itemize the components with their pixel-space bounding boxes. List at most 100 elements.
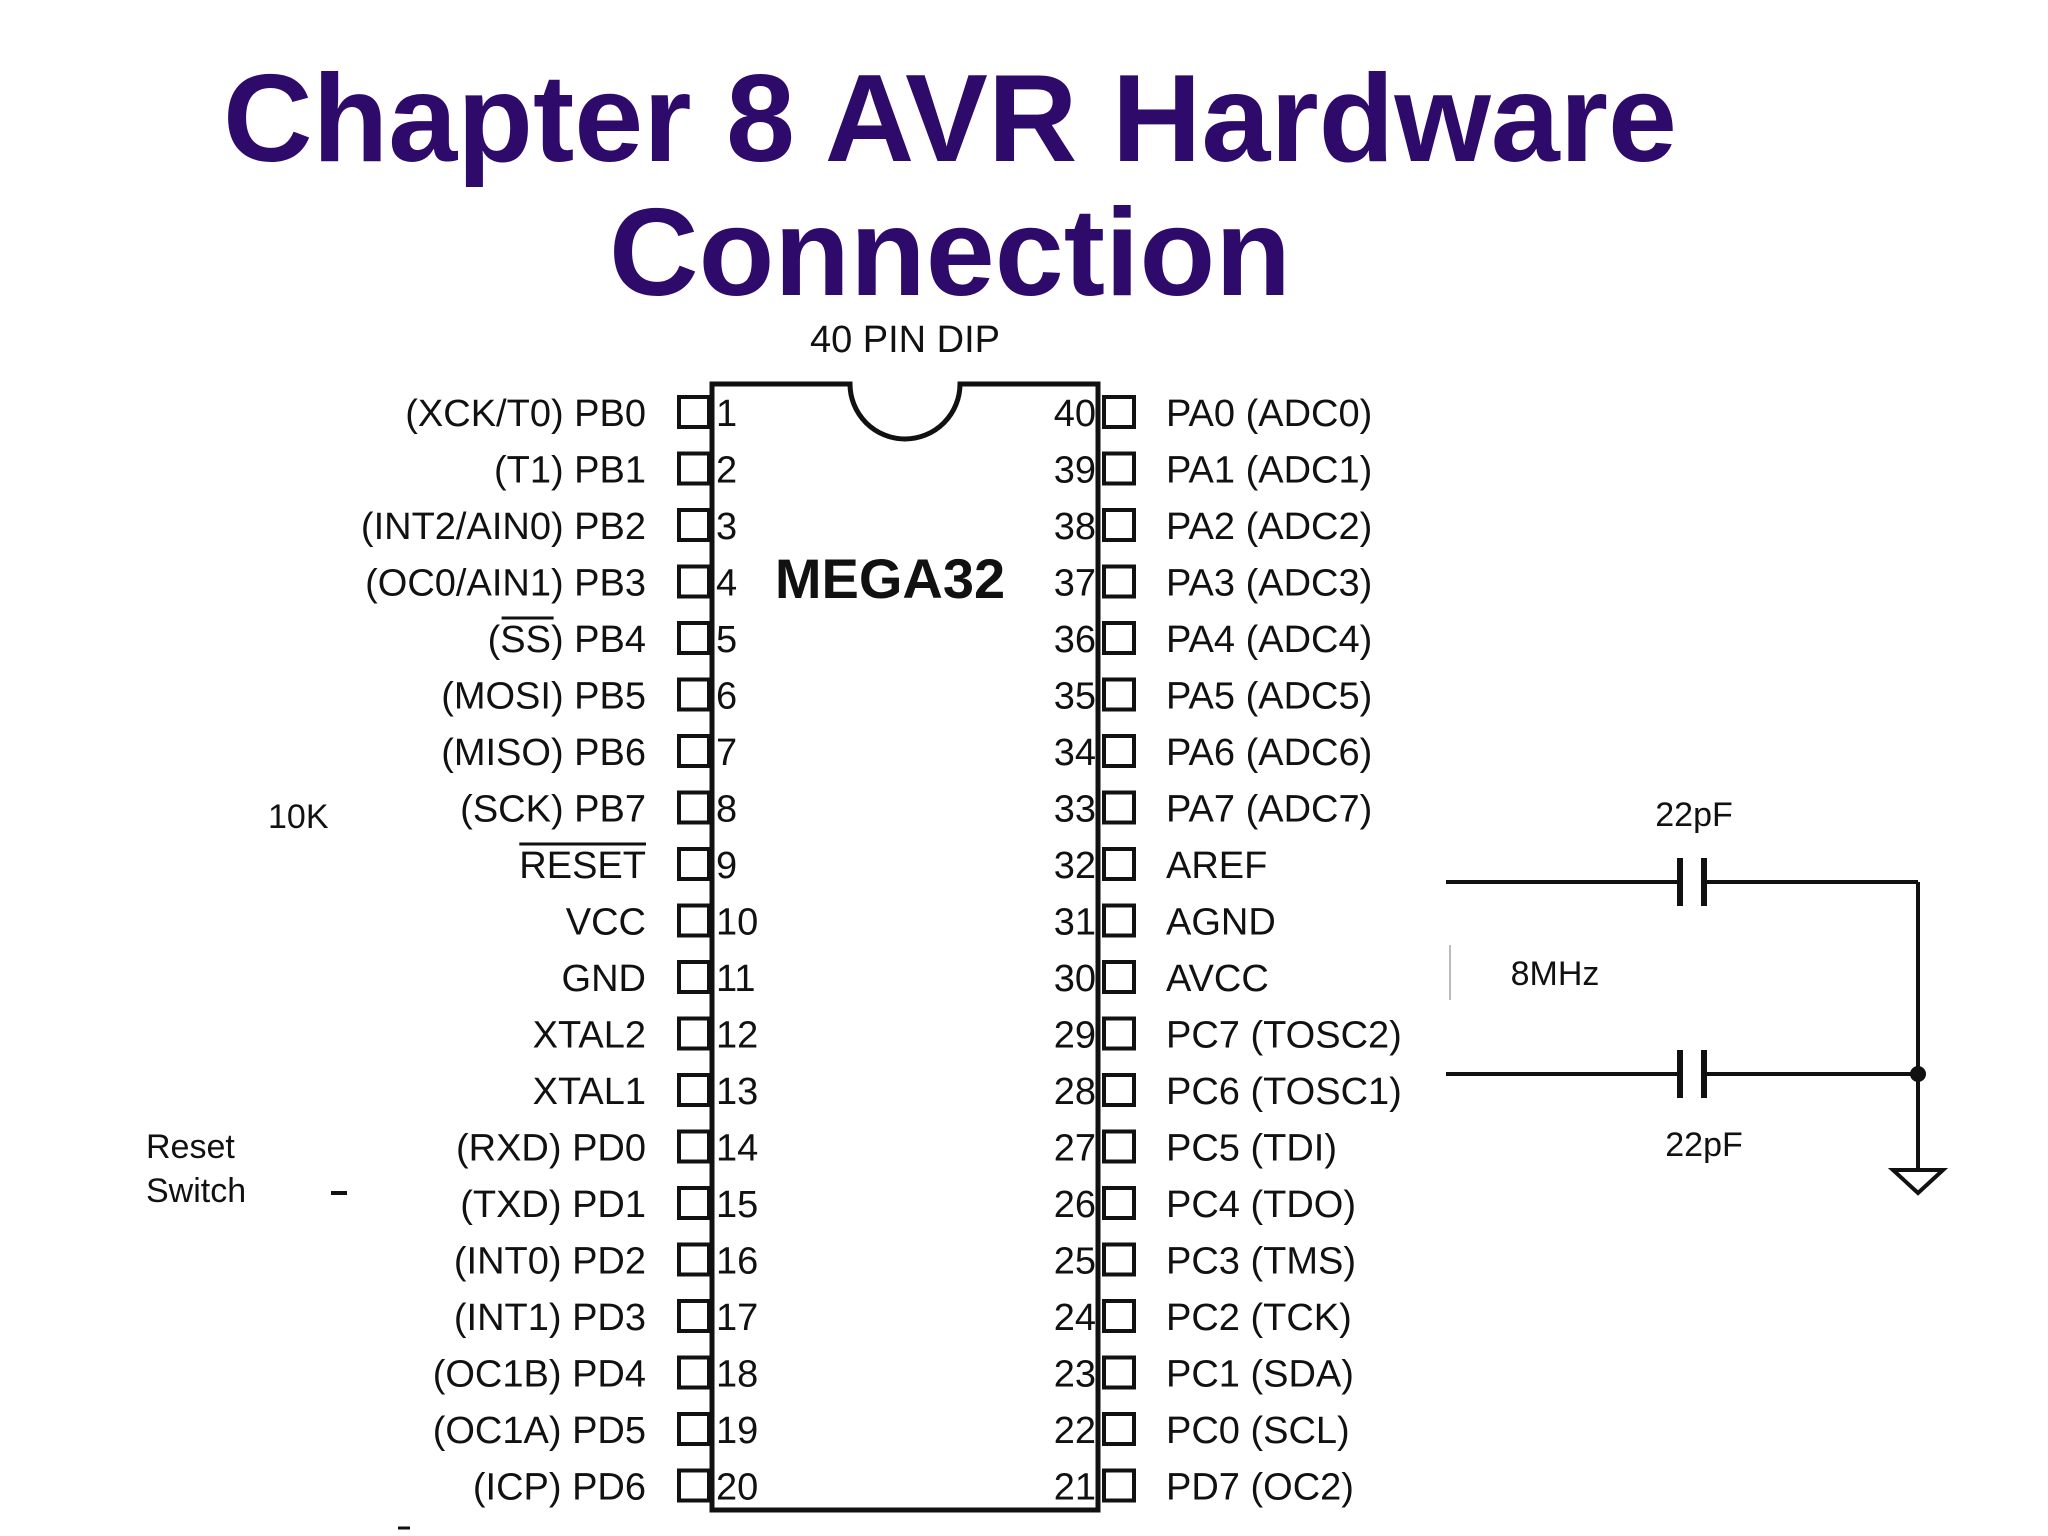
pin-13-number: 13 <box>716 1071 758 1113</box>
pin-26-pad <box>1102 1186 1136 1220</box>
pin-24-number: 24 <box>1054 1297 1096 1339</box>
slide-title-line-1: Chapter 8 AVR Hardware <box>223 50 1677 188</box>
pin-21-label: PD7 (OC2) <box>1166 1467 1354 1509</box>
pin-1-pad <box>677 395 711 429</box>
pin-3-pad <box>677 508 711 542</box>
pin-34-number: 34 <box>1054 732 1096 774</box>
pin-11-label: GND <box>562 958 646 1000</box>
pin-20-number: 20 <box>716 1467 758 1509</box>
pin-33-number: 33 <box>1054 789 1096 831</box>
pin-1-label: (XCK/T0) PB0 <box>405 393 646 435</box>
pin-17-number: 17 <box>716 1297 758 1339</box>
pin-33-pad <box>1102 790 1136 825</box>
pin-9-number: 9 <box>716 845 737 887</box>
package-label: 40 PIN DIP <box>810 319 1000 361</box>
bottom-cap-label: 22pF <box>1665 1126 1743 1164</box>
pin-28-pad <box>1102 1073 1136 1107</box>
pin-22-pad <box>1102 1412 1136 1446</box>
pin-9-label: RESET <box>519 845 646 887</box>
pin-35-label: PA5 (ADC5) <box>1166 676 1372 718</box>
pin-7-pad <box>677 734 711 768</box>
pin-18-number: 18 <box>716 1354 758 1396</box>
pin-30-pad <box>1102 960 1136 994</box>
pin-29-number: 29 <box>1054 1015 1096 1057</box>
pin-27-label: PC5 (TDI) <box>1166 1128 1337 1170</box>
pin-37-number: 37 <box>1054 563 1096 605</box>
pin-6-label: (MOSI) PB5 <box>441 676 646 718</box>
pin-7-number: 7 <box>716 732 737 774</box>
pin-34-label: PA6 (ADC6) <box>1166 732 1372 774</box>
pin-16-number: 16 <box>716 1241 758 1283</box>
pin-2-number: 2 <box>716 450 737 492</box>
pin-26-number: 26 <box>1054 1184 1096 1226</box>
pin-40-label: PA0 (ADC0) <box>1166 393 1372 435</box>
pin-38-label: PA2 (ADC2) <box>1166 506 1372 548</box>
pin-36-label: PA4 (ADC4) <box>1166 619 1372 661</box>
top-cap-label: 22pF <box>1655 796 1733 834</box>
pin-4-label: (OC0/AIN1) PB3 <box>365 563 646 605</box>
pin-31-label: AGND <box>1166 902 1276 944</box>
pin-38-pad <box>1102 508 1136 542</box>
pin-25-label: PC3 (TMS) <box>1166 1241 1356 1283</box>
pin-10-pad <box>677 903 711 938</box>
pin-14-pad <box>677 1129 711 1164</box>
pin-1-number: 1 <box>716 393 737 435</box>
resistor-label: 10K <box>268 798 329 836</box>
pin-32-number: 32 <box>1054 845 1096 887</box>
pin-7-label: (MISO) PB6 <box>441 732 646 774</box>
pin-27-pad <box>1102 1129 1136 1164</box>
pin-32-pad <box>1102 847 1136 881</box>
pin-23-pad <box>1102 1355 1136 1390</box>
pin-20-label: (ICP) PD6 <box>473 1467 646 1509</box>
pin-40-pad <box>1102 395 1136 429</box>
pin-21-pad <box>1102 1468 1136 1503</box>
ground-symbol <box>1887 1168 1949 1196</box>
pin-3-label: (INT2/AIN0) PB2 <box>361 506 646 548</box>
pin-9-pad <box>677 847 711 881</box>
pin-35-pad <box>1102 677 1136 712</box>
pin-4-number: 4 <box>716 563 737 605</box>
pin-17-label: (INT1) PD3 <box>454 1297 646 1339</box>
pin-29-pad <box>1102 1016 1136 1051</box>
pin-18-pad <box>677 1355 711 1390</box>
pin-18-label: (OC1B) PD4 <box>433 1354 646 1396</box>
pin-22-number: 22 <box>1054 1410 1096 1452</box>
pin-31-pad <box>1102 903 1136 938</box>
pin-5-label: (SS) PB4 <box>488 619 646 661</box>
pin-16-label: (INT0) PD2 <box>454 1241 646 1283</box>
pin-14-label: (RXD) PD0 <box>456 1128 646 1170</box>
pin-8-label: (SCK) PB7 <box>460 789 646 831</box>
reset-switch-label-line-2: Switch <box>146 1172 246 1210</box>
pin-37-label: PA3 (ADC3) <box>1166 563 1372 605</box>
pin-3-number: 3 <box>716 506 737 548</box>
pin-12-number: 12 <box>716 1015 758 1057</box>
pin-34-pad <box>1102 734 1136 768</box>
pin-2-pad <box>677 451 711 486</box>
pin-15-number: 15 <box>716 1184 758 1226</box>
reset-switch-label-line-1: Reset <box>146 1128 235 1166</box>
pin-19-number: 19 <box>716 1410 758 1452</box>
pin-23-label: PC1 (SDA) <box>1166 1354 1354 1396</box>
pin-36-pad <box>1102 621 1136 655</box>
pin-27-number: 27 <box>1054 1128 1096 1170</box>
pin-28-number: 28 <box>1054 1071 1096 1113</box>
pin-22-label: PC0 (SCL) <box>1166 1410 1350 1452</box>
pin-21-number: 21 <box>1054 1467 1096 1509</box>
pin-30-number: 30 <box>1054 958 1096 1000</box>
slide-title: Chapter 8 AVR Hardware Connection <box>0 52 1900 320</box>
pin-31-number: 31 <box>1054 902 1096 944</box>
pin-29-label: PC7 (TOSC2) <box>1166 1015 1402 1057</box>
chip-body <box>709 381 1101 1513</box>
pin-25-pad <box>1102 1242 1136 1277</box>
pin-6-number: 6 <box>716 676 737 718</box>
pin-26-label: PC4 (TDO) <box>1166 1184 1356 1226</box>
pin-15-label: (TXD) PD1 <box>460 1184 646 1226</box>
pin-24-label: PC2 (TCK) <box>1166 1297 1352 1339</box>
pin-15-pad <box>677 1186 711 1220</box>
pin-30-label: AVCC <box>1166 958 1269 1000</box>
pin-17-pad <box>677 1299 711 1333</box>
junction-dot <box>1910 1066 1926 1082</box>
pin-13-label: XTAL1 <box>533 1071 646 1113</box>
pin-35-number: 35 <box>1054 676 1096 718</box>
